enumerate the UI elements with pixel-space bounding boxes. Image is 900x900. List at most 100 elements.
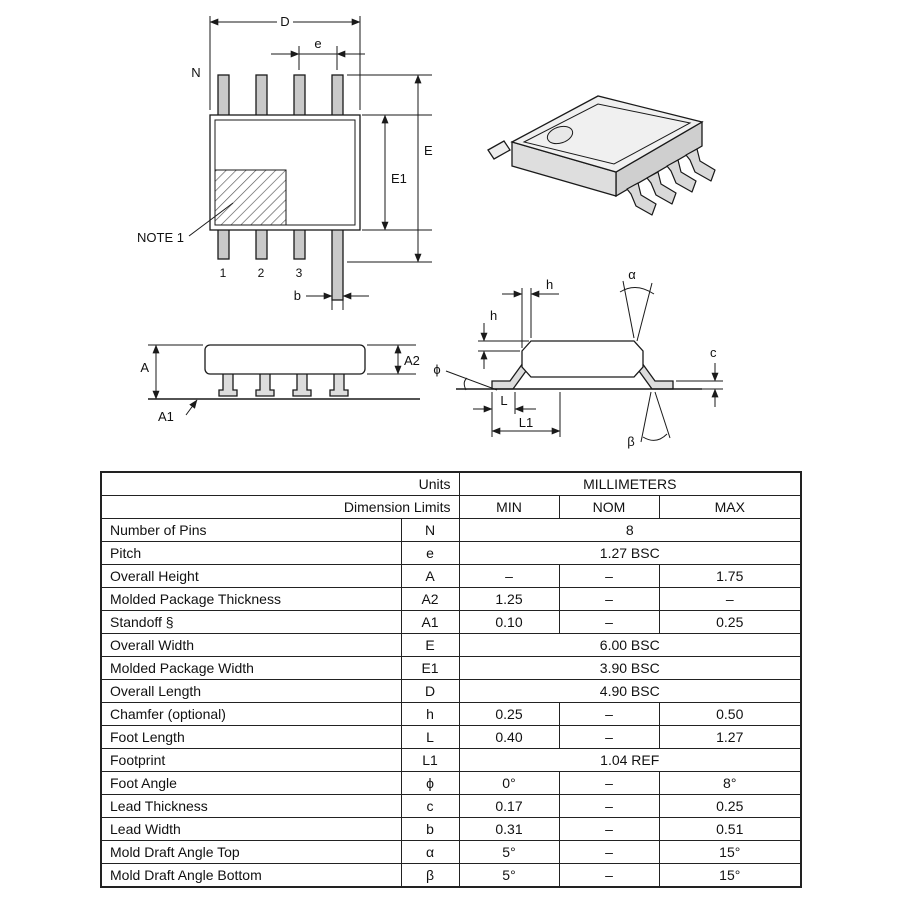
row-nom: –	[558, 725, 660, 749]
table-row-molded-package-thickness: Molded Package Thickness A2 1.25 – –	[100, 587, 802, 611]
row-symbol: A	[400, 564, 460, 588]
row-symbol: E1	[400, 656, 460, 680]
dim-label-e-overall: E	[424, 143, 433, 158]
row-min: 5°	[458, 840, 560, 864]
note1-label: NOTE 1	[137, 230, 184, 245]
row-label: Mold Draft Angle Bottom	[100, 863, 402, 888]
row-symbol: D	[400, 679, 460, 703]
row-label: Overall Width	[100, 633, 402, 657]
row-nom: –	[558, 610, 660, 634]
row-label: Lead Width	[100, 817, 402, 841]
table-row-mold-draft-angle-bottom: Mold Draft Angle Bottom β 5° – 15°	[100, 863, 802, 888]
row-min: 0.17	[458, 794, 560, 818]
table-row-lead-thickness: Lead Thickness c 0.17 – 0.25	[100, 794, 802, 818]
table-row-foot-length: Foot Length L 0.40 – 1.27	[100, 725, 802, 749]
row-max: –	[658, 587, 802, 611]
dim-label-a2: A2	[404, 353, 420, 368]
dim-label-h-top: h	[546, 277, 553, 292]
row-min: 0.25	[458, 702, 560, 726]
row-symbol: ϕ	[400, 771, 460, 795]
end-view: h h α c ϕ L	[433, 267, 723, 449]
table-row-mold-draft-angle-top: Mold Draft Angle Top α 5° – 15°	[100, 840, 802, 864]
row-symbol: A1	[400, 610, 460, 634]
table-row-overall-height: Overall Height A – – 1.75	[100, 564, 802, 588]
min-header: MIN	[458, 495, 560, 519]
row-label: Molded Package Width	[100, 656, 402, 680]
row-label: Foot Angle	[100, 771, 402, 795]
pin-count-label: N	[191, 65, 200, 80]
row-nom: –	[558, 564, 660, 588]
dim-label-beta: β	[627, 434, 634, 449]
side-view-leads	[218, 372, 349, 397]
table-row-lead-width: Lead Width b 0.31 – 0.51	[100, 817, 802, 841]
side-view: A A1 A2	[140, 344, 420, 424]
dim-label-a1: A1	[158, 409, 174, 424]
row-value: 6.00 BSC	[458, 633, 802, 657]
row-max: 0.51	[658, 817, 802, 841]
millimeters-header: MILLIMETERS	[458, 471, 802, 496]
row-min: 0°	[458, 771, 560, 795]
row-symbol: N	[400, 518, 460, 542]
dim-label-e1: E1	[391, 171, 407, 186]
row-label: Number of Pins	[100, 518, 402, 542]
row-nom: –	[558, 702, 660, 726]
row-nom: –	[558, 587, 660, 611]
row-max: 1.75	[658, 564, 802, 588]
row-symbol: α	[400, 840, 460, 864]
row-min: 0.10	[458, 610, 560, 634]
row-symbol: A2	[400, 587, 460, 611]
pin-number-3: 3	[296, 266, 303, 280]
nom-header: NOM	[558, 495, 660, 519]
dim-label-alpha: α	[628, 267, 636, 282]
iso-corner-tab	[487, 140, 511, 160]
table-row-overall-width: Overall Width E 6.00 BSC	[100, 633, 802, 657]
row-value: 4.90 BSC	[458, 679, 802, 703]
table-row-foot-angle: Foot Angle ϕ 0° – 8°	[100, 771, 802, 795]
dim-label-l: L	[500, 393, 507, 408]
dim-label-h-left: h	[490, 308, 497, 323]
row-label: Pitch	[100, 541, 402, 565]
row-min: 5°	[458, 863, 560, 888]
row-nom: –	[558, 794, 660, 818]
row-label: Mold Draft Angle Top	[100, 840, 402, 864]
table-header-limits-row: Dimension Limits MIN NOM MAX	[100, 495, 802, 519]
dim-label-a: A	[140, 360, 149, 375]
row-min: 0.40	[458, 725, 560, 749]
note1-hatched-area	[214, 169, 287, 226]
row-symbol: L	[400, 725, 460, 749]
pin1-indicator-dot	[546, 125, 574, 145]
isometric-view	[487, 95, 716, 216]
dimensions-table: Units MILLIMETERS Dimension Limits MIN N…	[100, 471, 802, 888]
dim-label-b: b	[294, 288, 301, 303]
table-header-units-row: Units MILLIMETERS	[100, 471, 802, 496]
row-max: 1.27	[658, 725, 802, 749]
row-max: 15°	[658, 863, 802, 888]
row-label: Overall Length	[100, 679, 402, 703]
row-nom: –	[558, 817, 660, 841]
row-value: 1.27 BSC	[458, 541, 802, 565]
row-max: 8°	[658, 771, 802, 795]
row-max: 0.25	[658, 794, 802, 818]
table-row-overall-length: Overall Length D 4.90 BSC	[100, 679, 802, 703]
row-symbol: b	[400, 817, 460, 841]
row-label: Lead Thickness	[100, 794, 402, 818]
row-label: Molded Package Thickness	[100, 587, 402, 611]
row-min: –	[458, 564, 560, 588]
table-row-standoff: Standoff § A1 0.10 – 0.25	[100, 610, 802, 634]
dim-label-phi: ϕ	[433, 362, 440, 377]
package-body-end-view	[521, 340, 644, 378]
row-value: 1.04 REF	[458, 748, 802, 772]
top-view: D e N E1 E b	[137, 14, 433, 310]
pin-number-2: 2	[258, 266, 265, 280]
row-value: 8	[458, 518, 802, 542]
dim-label-l1: L1	[519, 415, 533, 430]
units-header: Units	[100, 471, 460, 496]
table-row-number-of-pins: Number of Pins N 8	[100, 518, 802, 542]
row-nom: –	[558, 863, 660, 888]
dim-label-d: D	[280, 14, 289, 29]
package-leads-bottom	[217, 228, 344, 301]
table-row-molded-package-width: Molded Package Width E1 3.90 BSC	[100, 656, 802, 680]
iso-mold-line	[522, 103, 692, 165]
row-nom: –	[558, 840, 660, 864]
